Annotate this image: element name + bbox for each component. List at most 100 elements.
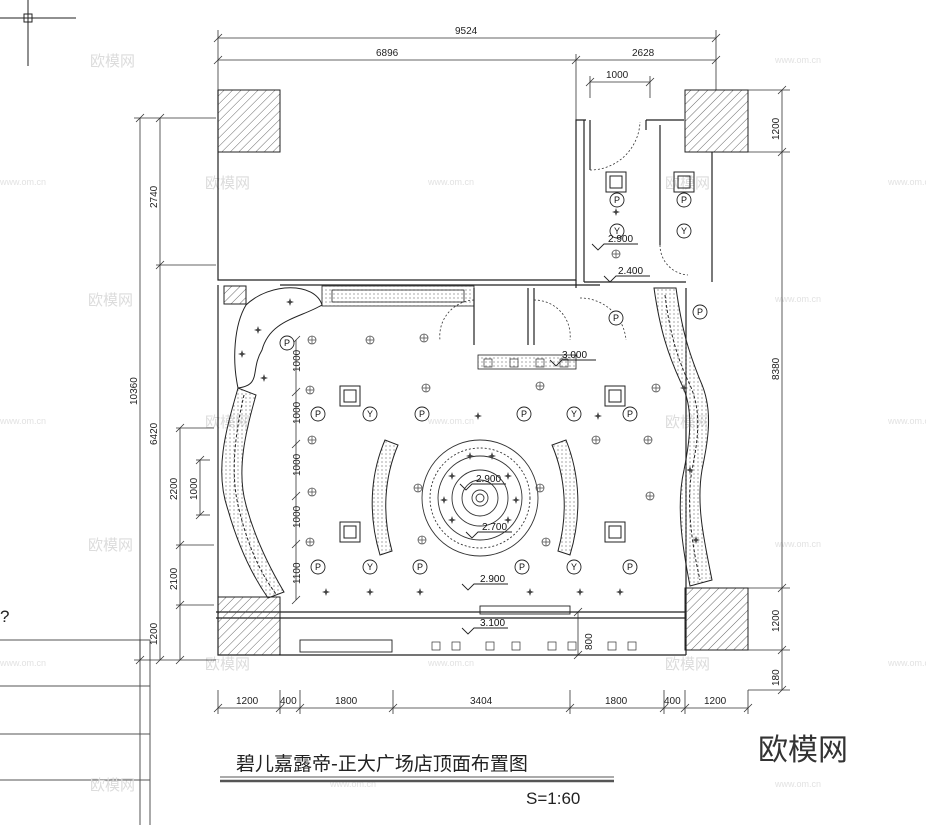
y-symbol: Y: [676, 223, 692, 239]
watermark-site: www.om.cn: [887, 177, 926, 187]
downlight: [307, 435, 317, 445]
watermark-site: www.om.cn: [887, 416, 926, 426]
downlight: [611, 249, 621, 259]
downlight: [651, 383, 661, 393]
p-symbol: P: [310, 559, 326, 575]
watermark-site: www.om.cn: [774, 779, 821, 789]
dim-right-bottom: 1200: [771, 609, 782, 632]
watermark-site: www.om.cn: [0, 658, 46, 668]
p-symbol: P: [279, 335, 295, 351]
dim-grid-5: 1100: [292, 562, 303, 584]
star-lamp: [504, 472, 512, 480]
watermark-site: www.om.cn: [427, 177, 474, 187]
drawing-scale: S=1:60: [526, 789, 580, 808]
watermark-logo: 欧模网: [90, 776, 135, 794]
p-symbol: P: [514, 559, 530, 575]
watermark-site: www.om.cn: [427, 658, 474, 668]
p-symbol: P: [412, 559, 428, 575]
dim-left-overall: 10360: [129, 377, 140, 405]
question-mark: ?: [0, 607, 9, 626]
dim-bottom-1: 1200: [236, 696, 259, 707]
star-lamp: [416, 588, 424, 596]
watermark-logo: 欧模网: [90, 52, 135, 70]
star-lamp: [366, 588, 374, 596]
title-block: 碧儿嘉露帝-正大广场店顶面布置图 S=1:60: [220, 753, 614, 808]
watermark-site: www.om.cn: [774, 55, 821, 65]
structural-columns: [217, 89, 749, 656]
downlight: [417, 535, 427, 545]
downlight: [413, 483, 423, 493]
star-lamp: [526, 588, 534, 596]
level-marker: [461, 627, 508, 635]
svg-text:P: P: [284, 338, 290, 348]
level-label: 2.400: [618, 266, 643, 277]
star-lamp: [488, 452, 496, 460]
dim-left-1200: 1200: [149, 622, 160, 645]
star-lamp: [612, 208, 620, 216]
downlight: [305, 537, 315, 547]
star-lamp: [466, 452, 474, 460]
ceiling-device-symbols: P P Y P P Y P P Y P P Y P P P Y Y P P: [279, 192, 708, 575]
dim-door: 1000: [606, 70, 629, 81]
watermark-site: www.om.cn: [0, 416, 46, 426]
dimension-lines: [134, 30, 790, 714]
star-lamp: [322, 588, 330, 596]
dim-left-upper: 2740: [149, 185, 160, 208]
p-symbol: P: [692, 304, 708, 320]
svg-text:P: P: [681, 195, 687, 205]
dim-left-lower: 6420: [149, 422, 160, 445]
curved-soffit-left: [221, 287, 323, 599]
downlight: [541, 537, 551, 547]
building-outline: [216, 90, 713, 656]
dim-bottom-4: 3404: [470, 696, 493, 707]
star-lamp: [448, 516, 456, 524]
dim-grid-4: 1000: [292, 505, 303, 528]
watermark-logo: 欧模网: [88, 536, 133, 554]
watermark-site: www.om.cn: [774, 294, 821, 304]
level-label: 2.900: [476, 474, 501, 485]
dim-top-overall: 9524: [455, 26, 478, 37]
dim-bottom-2: 400: [280, 696, 297, 707]
brand-watermark: 欧模网: [758, 733, 848, 768]
downlight: [535, 483, 545, 493]
dim-right-mid: 8380: [771, 357, 782, 380]
cad-crosshair-icon: [0, 0, 76, 66]
y-symbol: Y: [362, 559, 378, 575]
svg-text:Y: Y: [367, 562, 373, 572]
track-light-rail: [477, 354, 577, 370]
ceiling-level-labels: 2.900 2.400 3.000 2.900 2.700 2.900 3.10…: [476, 234, 643, 629]
y-symbol: Y: [609, 223, 625, 239]
ceiling-level-markers: [459, 243, 650, 635]
dim-left-1000: 1000: [189, 477, 200, 500]
p-symbol: P: [516, 406, 532, 422]
top-lightbox-strip: [321, 285, 475, 307]
downlight: [307, 487, 317, 497]
door-swings: [439, 121, 689, 341]
star-lamp: [254, 326, 262, 334]
watermark-site: www.om.cn: [427, 416, 474, 426]
watermark-site: www.om.cn: [774, 539, 821, 549]
p-symbol: P: [310, 406, 326, 422]
watermark-site: www.om.cn: [329, 779, 376, 789]
svg-text:P: P: [417, 562, 423, 572]
dim-grid-1: 1000: [292, 349, 303, 372]
level-label: 2.900: [608, 234, 633, 245]
front-counter: [299, 605, 571, 653]
inner-curved-panels: [371, 439, 579, 556]
level-marker: [603, 275, 650, 283]
star-lamp: [616, 588, 624, 596]
downlight: [419, 333, 429, 343]
svg-text:P: P: [627, 409, 633, 419]
star-lamp: [440, 496, 448, 504]
dim-bottom-3: 1800: [335, 696, 358, 707]
svg-text:Y: Y: [367, 409, 373, 419]
star-lamp: [680, 384, 688, 392]
dim-right-last: 180: [771, 669, 782, 686]
level-label: 3.000: [562, 350, 587, 361]
svg-text:Y: Y: [681, 226, 687, 236]
dim-bottom-7: 1200: [704, 696, 727, 707]
svg-text:P: P: [521, 409, 527, 419]
dim-right-top: 1200: [771, 117, 782, 140]
p-symbol: P: [622, 406, 638, 422]
dim-top-left: 6896: [376, 48, 399, 59]
